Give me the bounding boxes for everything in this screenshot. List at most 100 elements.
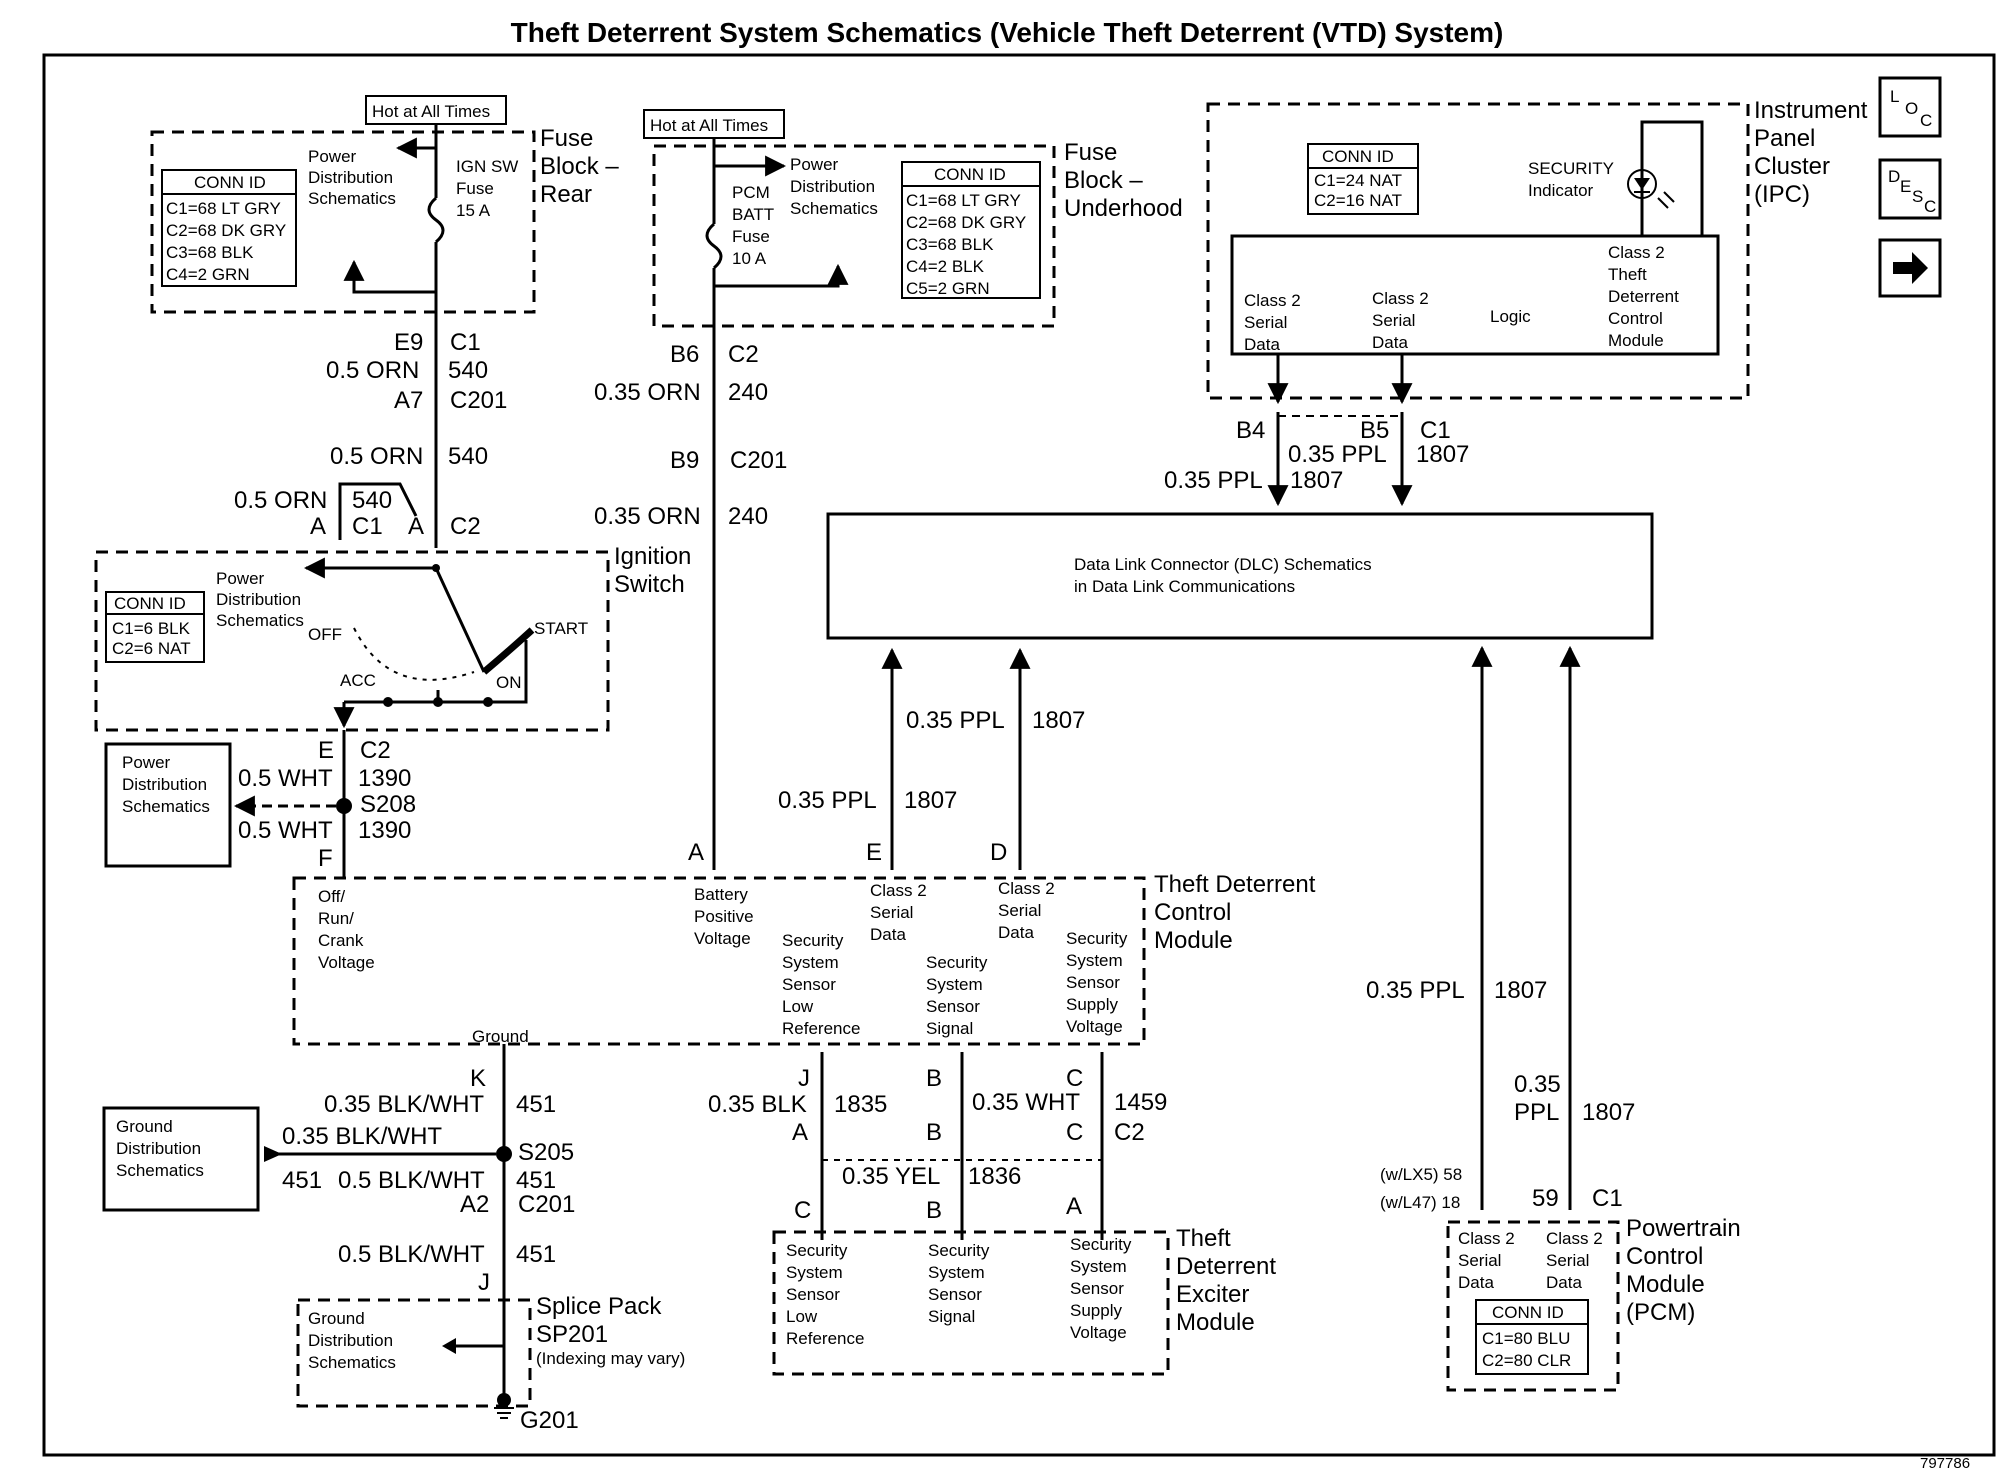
ground-g201: G201 <box>520 1407 579 1434</box>
fuse-block-rear: Hot at All Times CONN ID C1=68 LT GRY C2… <box>150 95 619 314</box>
svg-text:C2=68 DK GRY: C2=68 DK GRY <box>166 221 286 240</box>
svg-text:C: C <box>1066 1119 1083 1146</box>
conn-id-underhood <box>901 161 1041 299</box>
svg-text:J: J <box>798 1065 810 1092</box>
svg-text:SECURITY: SECURITY <box>1528 159 1614 178</box>
svg-text:1807: 1807 <box>1032 707 1085 734</box>
svg-text:C: C <box>1924 197 1936 216</box>
svg-text:A: A <box>792 1119 808 1146</box>
svg-text:Class 2: Class 2 <box>1458 1229 1515 1248</box>
fuse-block-rear-title: Fuse <box>540 125 593 152</box>
svg-text:C2=6 NAT: C2=6 NAT <box>112 639 191 658</box>
svg-text:C201: C201 <box>730 447 787 474</box>
svg-text:C4=2 GRN: C4=2 GRN <box>166 265 250 284</box>
svg-text:Serial: Serial <box>1244 313 1287 332</box>
svg-text:1459: 1459 <box>1114 1089 1167 1116</box>
svg-text:C1: C1 <box>1592 1185 1623 1212</box>
svg-text:C2=80 CLR: C2=80 CLR <box>1482 1351 1571 1370</box>
svg-text:Indicator: Indicator <box>1528 181 1594 200</box>
svg-text:Ground: Ground <box>308 1309 365 1328</box>
svg-text:CONN ID: CONN ID <box>934 165 1006 184</box>
svg-text:B6: B6 <box>670 341 699 368</box>
svg-text:Sensor: Sensor <box>786 1285 840 1304</box>
wire-1807-ipc: B4 B5 C1 0.35 PPL 1807 0.35 PPL 1807 <box>1164 354 1469 507</box>
svg-text:Block –: Block – <box>540 153 619 180</box>
svg-text:Distribution: Distribution <box>216 590 301 609</box>
svg-text:Schematics: Schematics <box>216 611 304 630</box>
svg-text:1807: 1807 <box>1416 441 1469 468</box>
svg-text:J: J <box>478 1269 490 1296</box>
svg-text:240: 240 <box>728 379 768 406</box>
right-arrow-icon[interactable] <box>1878 238 1942 298</box>
svg-text:Control: Control <box>1608 309 1663 328</box>
svg-text:Cluster: Cluster <box>1754 153 1830 180</box>
svg-text:Fuse: Fuse <box>732 227 770 246</box>
svg-text:B: B <box>926 1197 942 1224</box>
svg-text:A7: A7 <box>394 387 423 414</box>
svg-text:Data: Data <box>1372 333 1408 352</box>
svg-text:A: A <box>1066 1193 1082 1220</box>
svg-text:Rear: Rear <box>540 181 592 208</box>
svg-text:Deterrent: Deterrent <box>1176 1253 1276 1280</box>
svg-text:START: START <box>534 619 588 638</box>
fuse-pcm-batt <box>705 222 723 270</box>
svg-text:C1=80 BLU: C1=80 BLU <box>1482 1329 1570 1348</box>
svg-text:1390: 1390 <box>358 817 411 844</box>
svg-text:IGN SW: IGN SW <box>456 157 518 176</box>
splice-pack-title: Splice Pack <box>536 1293 662 1320</box>
svg-text:OFF: OFF <box>308 625 342 644</box>
svg-text:0.35 YEL: 0.35 YEL <box>842 1163 940 1190</box>
svg-text:C201: C201 <box>450 387 507 414</box>
svg-text:C2: C2 <box>728 341 759 368</box>
svg-text:Crank: Crank <box>318 931 364 950</box>
svg-text:Distribution: Distribution <box>790 177 875 196</box>
svg-text:Module: Module <box>1176 1309 1255 1336</box>
svg-text:10 A: 10 A <box>732 249 767 268</box>
svg-text:Class 2: Class 2 <box>870 881 927 900</box>
svg-text:C2: C2 <box>1114 1119 1145 1146</box>
svg-text:Security: Security <box>926 953 988 972</box>
svg-text:Off/: Off/ <box>318 887 345 906</box>
svg-text:Class 2: Class 2 <box>998 879 1055 898</box>
svg-text:S208: S208 <box>360 791 416 818</box>
diagram-title: Theft Deterrent System Schematics (Vehic… <box>511 17 1504 48</box>
svg-text:in Data Link Communications: in Data Link Communications <box>1074 577 1295 596</box>
instrument-panel-cluster: CONN ID C1=24 NAT C2=16 NAT SECURITY Ind… <box>1206 97 1868 400</box>
svg-text:Distribution: Distribution <box>116 1139 201 1158</box>
loc-icon[interactable]: L O C <box>1878 76 1942 138</box>
svg-text:Power: Power <box>790 155 839 174</box>
svg-text:Class 2: Class 2 <box>1372 289 1429 308</box>
svg-text:(w/L47) 18: (w/L47) 18 <box>1380 1193 1460 1212</box>
svg-text:System: System <box>1066 951 1123 970</box>
svg-text:C2: C2 <box>360 737 391 764</box>
svg-text:15 A: 15 A <box>456 201 491 220</box>
svg-text:0.5 BLK/WHT: 0.5 BLK/WHT <box>338 1167 485 1194</box>
svg-text:A: A <box>688 839 704 866</box>
desc-icon[interactable]: D E S C <box>1878 158 1942 220</box>
fuse-ign-sw <box>427 196 445 244</box>
wire-540: E9 C1 0.5 ORN 540 A7 C201 0.5 ORN 540 0.… <box>234 312 507 548</box>
svg-text:Signal: Signal <box>926 1019 973 1038</box>
theft-deterrent-control-module: Off/ Run/ Crank Voltage Battery Positive… <box>292 871 1316 1046</box>
svg-text:D: D <box>990 839 1007 866</box>
svg-text:C1=6 BLK: C1=6 BLK <box>112 619 191 638</box>
svg-text:C: C <box>1920 111 1932 130</box>
svg-text:C1: C1 <box>352 513 383 540</box>
svg-text:Block –: Block – <box>1064 167 1143 194</box>
svg-text:540: 540 <box>448 357 488 384</box>
svg-text:C2=68 DK GRY: C2=68 DK GRY <box>906 213 1026 232</box>
svg-text:Serial: Serial <box>1546 1251 1589 1270</box>
splice-s205 <box>496 1146 512 1162</box>
svg-text:Panel: Panel <box>1754 125 1815 152</box>
svg-text:PPL: PPL <box>1514 1099 1559 1126</box>
svg-text:System: System <box>786 1263 843 1282</box>
svg-text:C1=68 LT GRY: C1=68 LT GRY <box>906 191 1021 210</box>
svg-text:Battery: Battery <box>694 885 748 904</box>
svg-text:F: F <box>318 845 333 872</box>
svg-text:Schematics: Schematics <box>308 189 396 208</box>
dlc-box: Data Link Connector (DLC) Schematics in … <box>826 512 1654 640</box>
svg-text:C2=16 NAT: C2=16 NAT <box>1314 191 1402 210</box>
exciter-title: Theft <box>1176 1225 1231 1252</box>
svg-text:B9: B9 <box>670 447 699 474</box>
